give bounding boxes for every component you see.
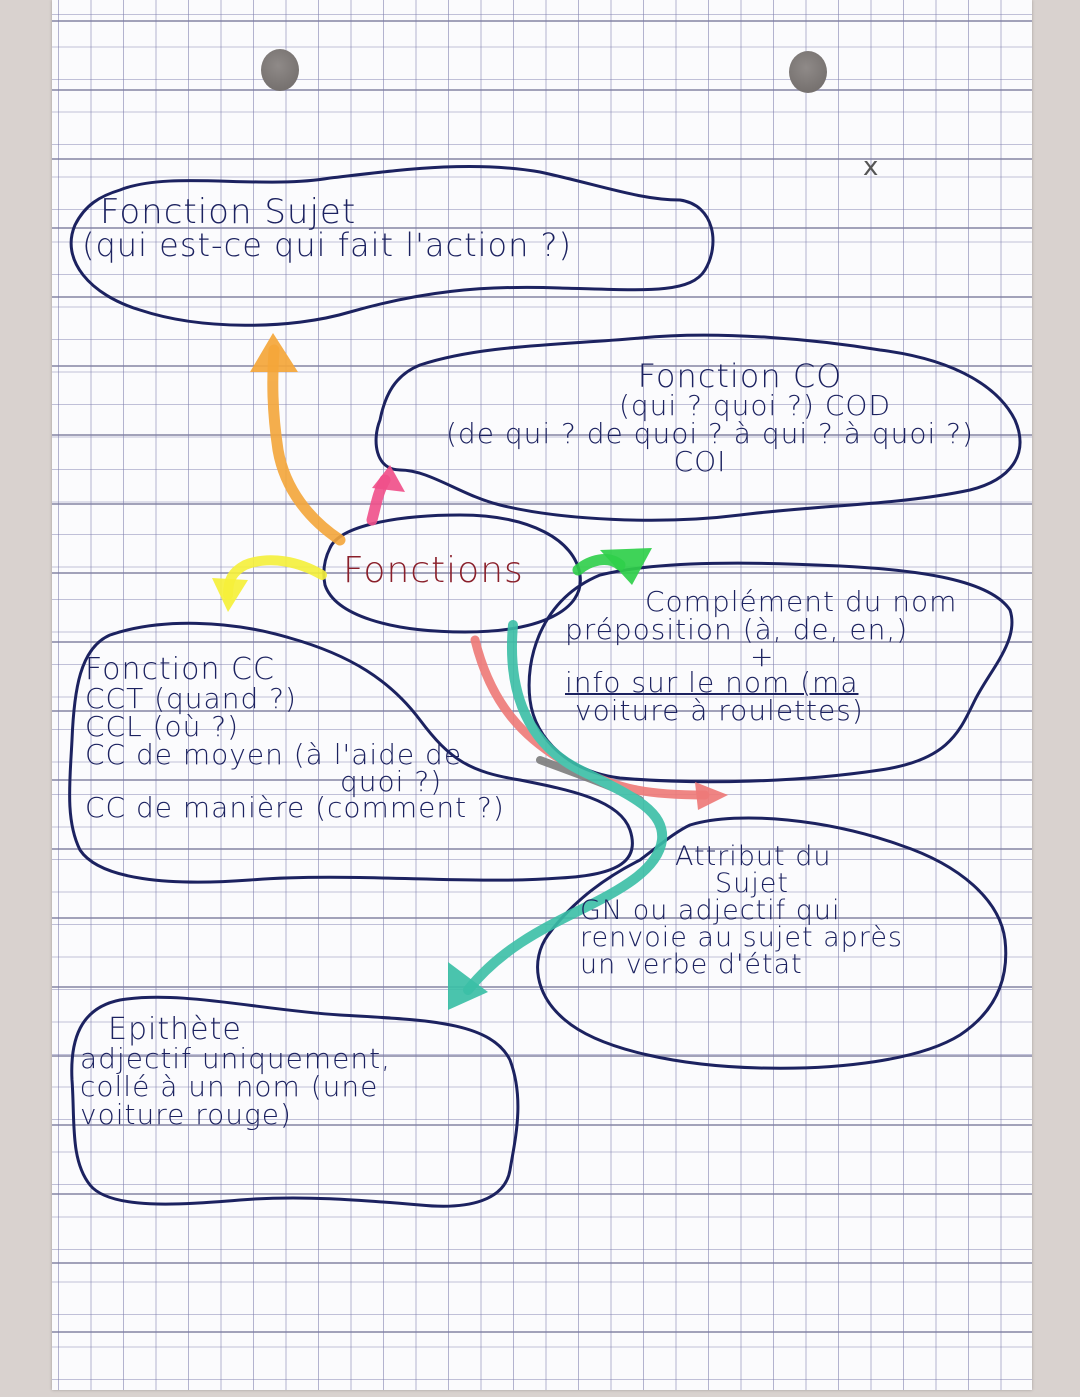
node-sujet: Fonction Sujet (qui est-ce qui fait l'ac… [82,192,572,261]
arrowhead-co [372,465,405,492]
arrow-to-epithete [463,620,668,995]
node-attribut: Attribut du Sujet GN ou adjectif qui ren… [580,843,903,978]
node-epithete-line: voiture rouge) [80,1098,292,1131]
node-cdn-line: préposition (à, de, en,) [565,613,909,646]
arrowhead-epithete [448,962,488,1010]
node-cc-line: CCL (où ?) [85,710,240,743]
node-epithete-line: collé à un nom (une [80,1070,379,1103]
center-node-label: Fonctions [343,550,524,591]
node-attribut-line: Sujet [715,868,789,899]
node-co: Fonction CO (qui ? quoi ?) COD (de qui ?… [415,360,1005,476]
node-co-line: (de qui ? de quoi ? à qui ? à quoi ?) [446,417,974,450]
arrow-to-cc [223,555,327,600]
node-sujet-line: (qui est-ce qui fait l'action ?) [82,226,573,264]
node-cdn-line: voiture à roulettes) [575,694,864,728]
arrowhead-attribut [695,782,728,810]
node-attribut-title: Attribut du [675,841,832,872]
node-co-line: (qui ? quoi ?) COD [618,389,892,422]
arrowhead-sujet [250,333,298,372]
bubble-cdn [527,561,1014,784]
punch-hole-left [261,49,299,91]
node-cc-line: CCT (quand ?) [85,682,297,715]
arrowhead-cc [212,578,248,612]
node-cdn-line: + [750,640,775,673]
node-cdn-title: Complément du nom [645,585,958,618]
node-epithete-title: Epithète [108,1012,242,1047]
node-cdn: Complément du nom préposition (à, de, en… [565,588,957,725]
node-cc-line: CC de manière (comment ?) [85,791,505,825]
arrow-to-sujet [267,344,346,546]
bubble-cc [68,621,634,884]
node-cc: Fonction CC CCT (quand ?) CCL (où ?) CC … [85,655,505,822]
node-cc-line: CC de moyen (à l'aide de [85,738,463,771]
node-cc-line: quoi ?) [340,765,443,798]
node-attribut-line: renvoie au sujet après [580,922,903,953]
bubble-sujet [69,164,715,327]
grid-paper-sheet [52,0,1032,1390]
node-epithete-line: adjectif uniquement, [80,1042,391,1075]
node-attribut-line: un verbe d'état [580,949,803,980]
node-co-title: Fonction CO [637,357,843,395]
node-epithete: Epithète adjectif uniquement, collé à un… [80,1015,391,1129]
node-cdn-line: info sur le nom (ma [565,666,859,700]
node-attribut-line: GN ou adjectif qui [580,895,841,926]
bubble-center [322,513,582,634]
bubble-co [374,333,1022,522]
bubble-epithete [70,995,520,1208]
arrowhead-cdn [600,548,652,585]
node-sujet-title: Fonction Sujet [100,192,357,232]
punch-hole-right [789,51,827,93]
node-cc-title: Fonction CC [85,652,275,687]
margin-mark: x [863,152,879,182]
node-co-line: COI [673,445,727,478]
